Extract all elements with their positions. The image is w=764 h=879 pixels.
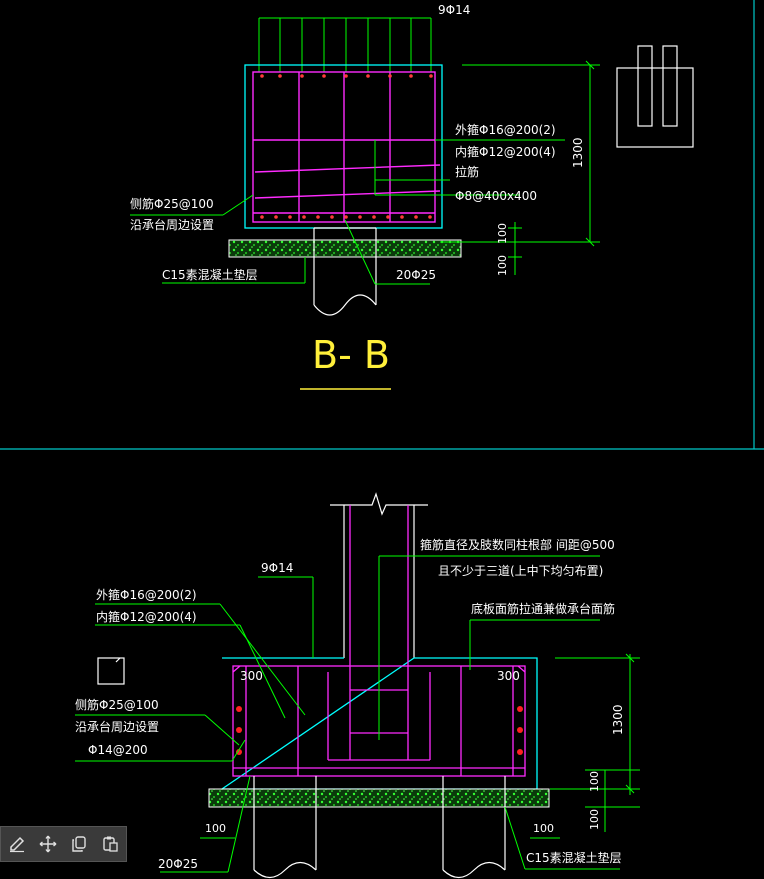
elev-dim-100-left: 100 (205, 822, 226, 835)
elev-dim-300-left: 300 (240, 669, 263, 683)
bb-pile (313, 227, 377, 316)
elev-piles (253, 776, 506, 879)
copy-button[interactable] (67, 832, 91, 856)
section-marker-square (97, 657, 125, 685)
bb-tie-label: 拉筋 (455, 164, 479, 179)
elev-bottom-bars-label: 20Φ25 (158, 857, 198, 871)
top-bar-leaders (258, 17, 432, 72)
bb-side-bars-label: 侧筋Φ25@100 (130, 196, 214, 211)
bb-rebar-cage (252, 71, 441, 223)
elev-column-note-1: 箍筋直径及肢数同柱根部 间距@500 (420, 537, 615, 552)
bb-side-note-label: 沿承台周边设置 (130, 217, 214, 232)
bb-dim-100-a: 100 (496, 223, 509, 244)
elev-dim-100-r1: 100 (588, 771, 601, 792)
elev-side-note-label: 沿承台周边设置 (75, 719, 159, 734)
bb-bottom-rebar-dots (260, 74, 433, 219)
elev-side-bars-label: 侧筋Φ25@100 (75, 697, 159, 712)
section-title: B- B (312, 333, 390, 377)
bb-top-bars-label: 9Φ14 (438, 3, 470, 17)
bb-right-leaders (130, 60, 600, 285)
paste-button[interactable] (98, 832, 122, 856)
elev-inner-stirrup-label: 内箍Φ12@200(4) (96, 609, 197, 624)
edit-icon (9, 836, 24, 853)
bb-bottom-bars-label: 20Φ25 (396, 268, 436, 282)
bb-height-dim: 1300 (571, 137, 585, 168)
bb-inner-stirrup-label: 内箍Φ12@200(4) (455, 144, 556, 159)
section-bb-view: 9Φ14 (130, 3, 694, 390)
elev-side-rebar-dots (236, 706, 523, 755)
bb-outer-stirrup-label: 外箍Φ16@200(2) (455, 122, 556, 137)
move-icon (39, 835, 57, 853)
copy-icon (72, 836, 86, 852)
bb-dim-100-b: 100 (496, 255, 509, 276)
elevation-view: 箍筋直径及肢数同柱根部 间距@500 且不少于三道(上中下均匀布置) 9Φ14 … (75, 492, 640, 879)
elev-top-bars-label: 9Φ14 (261, 561, 293, 575)
elev-cushion-label: C15素混凝土垫层 (526, 850, 622, 865)
elev-column-note-2: 且不少于三道(上中下均匀布置) (438, 563, 603, 578)
paste-icon (103, 836, 119, 852)
elev-outer-stirrup-label: 外箍Φ16@200(2) (96, 587, 197, 602)
move-button[interactable] (36, 832, 60, 856)
elev-height-dim: 1300 (611, 704, 625, 735)
bb-tie-spec-label: Φ8@400x400 (455, 189, 537, 203)
bb-cushion-layer (228, 239, 462, 258)
elev-cushion-layer (208, 788, 550, 808)
elev-dim-100-right: 100 (533, 822, 554, 835)
elev-bottom-note-label: 底板面筋拉通兼做承台面筋 (471, 601, 615, 616)
bb-cushion-label: C15素混凝土垫层 (162, 267, 258, 282)
floating-toolbar (0, 826, 127, 862)
elev-tie-bars-label: Φ14@200 (88, 743, 148, 757)
sheet-frame (0, 0, 764, 450)
elev-leaders (75, 555, 640, 873)
elev-dim-100-r2: 100 (588, 809, 601, 830)
edit-button[interactable] (5, 832, 29, 856)
elev-dim-300-right: 300 (497, 669, 520, 683)
elev-column-cage (232, 505, 526, 777)
elev-column (330, 492, 428, 658)
key-plan-symbol (616, 45, 694, 148)
